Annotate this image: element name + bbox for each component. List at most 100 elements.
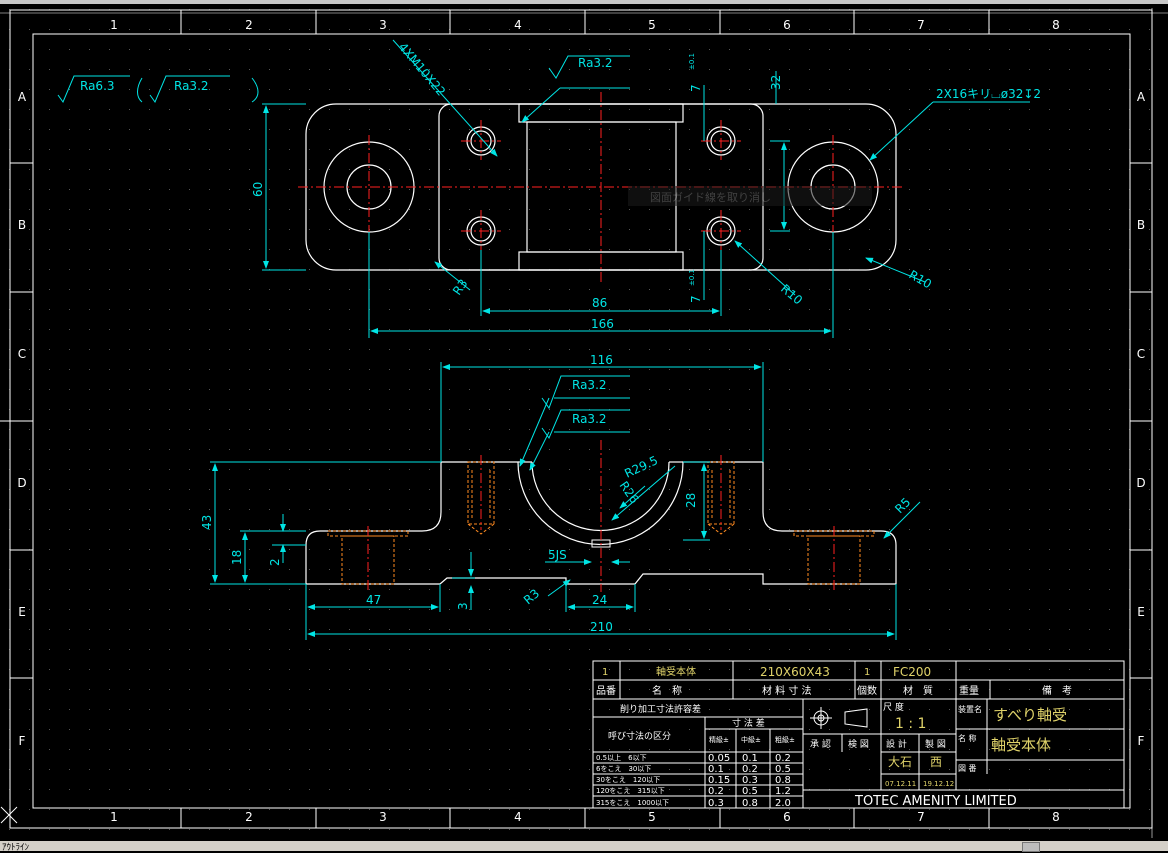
row-label-d-right: D bbox=[1136, 476, 1145, 490]
scale-label: 尺 度 bbox=[883, 701, 904, 713]
design-label: 設 計 bbox=[886, 738, 907, 750]
col-label-7: 7 bbox=[917, 18, 925, 32]
row-label-c-right: C bbox=[1137, 347, 1145, 361]
row-label-e-right: E bbox=[1137, 605, 1145, 619]
projection-symbol-icon bbox=[810, 707, 868, 729]
tol-mid-5: 0.8 bbox=[742, 798, 758, 809]
part-no: 1 bbox=[602, 667, 608, 678]
tol-coarse-3: 0.8 bbox=[775, 775, 791, 786]
drawing-name: 軸受本体 bbox=[991, 736, 1051, 754]
tol-coarse-1: 0.2 bbox=[775, 753, 791, 764]
col-label-5: 5 bbox=[648, 18, 656, 32]
device-name: すべり軸受 bbox=[993, 706, 1067, 724]
company-name: TOTEC AMENITY LIMITED bbox=[854, 794, 1017, 809]
dim-32: 32 bbox=[769, 75, 783, 90]
designer-name: 大石 bbox=[888, 755, 912, 769]
tol-range-3: 30をこえ 120以下 bbox=[596, 776, 660, 784]
status-bar: ｱｳﾄﾗｲﾝ bbox=[0, 841, 1168, 853]
col-label-3: 3 bbox=[379, 18, 387, 32]
col-label-7b: 7 bbox=[917, 810, 925, 824]
ghost-tooltip: 図面ガイド線を取り消し bbox=[628, 186, 872, 206]
col-label-2b: 2 bbox=[245, 810, 253, 824]
ra-front-2: Ra3.2 bbox=[572, 412, 607, 426]
title-block-texts: 1 軸受本体 210X60X43 1 FC200 品番 名 称 材 料 寸 法 … bbox=[596, 665, 1072, 809]
head-weight: 重量 bbox=[959, 684, 979, 697]
front-view[interactable]: 116 Ra3.2 Ra3.2 R29.5 R26 28 R5 43 18 2 … bbox=[200, 353, 921, 640]
col-label-1b: 1 bbox=[110, 810, 118, 824]
ra-main: Ra6.3 bbox=[80, 79, 115, 93]
front-dimensions bbox=[210, 362, 921, 640]
tol-coarse-4: 1.2 bbox=[775, 786, 791, 797]
col-label-8b: 8 bbox=[1052, 810, 1060, 824]
tol-coarse-5: 2.0 bbox=[775, 798, 791, 809]
col-label-6: 6 bbox=[783, 18, 791, 32]
dim-18: 18 bbox=[230, 550, 244, 565]
crosshair-cursor bbox=[0, 420, 18, 824]
window-top-border bbox=[0, 0, 1168, 4]
oil-groove-top bbox=[518, 103, 684, 123]
ra-front-1: Ra3.2 bbox=[572, 378, 607, 392]
row-label-f: F bbox=[19, 734, 26, 748]
head-note: 備 考 bbox=[1042, 684, 1072, 697]
tol-coarse-2: 0.5 bbox=[775, 764, 791, 775]
part-name: 軸受本体 bbox=[656, 665, 696, 678]
tol-title: 削り加工寸法許容差 bbox=[620, 703, 701, 715]
col-label-2: 2 bbox=[245, 18, 253, 32]
part-size: 210X60X43 bbox=[760, 665, 830, 679]
tol-range-1: 0.5以上 6以下 bbox=[596, 753, 647, 762]
row-label-e: E bbox=[18, 605, 26, 619]
check-label: 検 図 bbox=[848, 738, 869, 750]
part-material: FC200 bbox=[893, 665, 931, 679]
tol-range-5: 315をこえ 1000以下 bbox=[596, 799, 669, 807]
tol-range-2: 6をこえ 30以下 bbox=[596, 765, 651, 773]
col-label-5b: 5 bbox=[648, 810, 656, 824]
roughness-symbols bbox=[57, 55, 630, 104]
head-no: 品番 bbox=[596, 685, 616, 697]
dim-2: 2 bbox=[268, 558, 282, 566]
col-label-1: 1 bbox=[110, 18, 118, 32]
ra-hole: Ra3.2 bbox=[578, 56, 613, 70]
dim-5js: 5JS bbox=[548, 548, 567, 562]
dim-28: 28 bbox=[684, 493, 698, 508]
head-name: 名 称 bbox=[652, 684, 682, 697]
tol-mid-2: 0.2 bbox=[742, 764, 758, 775]
col-label-8: 8 bbox=[1052, 18, 1060, 32]
col-label-4b: 4 bbox=[514, 810, 522, 824]
top-dimensions bbox=[262, 39, 1030, 338]
tol-mid-3: 0.3 bbox=[742, 775, 758, 786]
dim-3: 3 bbox=[456, 602, 470, 610]
row-label-c: C bbox=[18, 347, 26, 361]
tol-7b: ±0.1 bbox=[688, 269, 696, 286]
row-label-a: A bbox=[18, 90, 27, 104]
title-block[interactable] bbox=[592, 660, 1125, 809]
head-size: 材 料 寸 法 bbox=[762, 684, 812, 697]
dim-7b: 7 bbox=[689, 295, 703, 303]
tol-mid-4: 0.5 bbox=[742, 786, 758, 797]
tol-fine-2: 0.1 bbox=[708, 764, 724, 775]
tol-fine-4: 0.2 bbox=[708, 786, 724, 797]
approve-label: 承 認 bbox=[810, 738, 831, 750]
tol-range-head: 呼び寸法の区分 bbox=[608, 730, 671, 742]
dim-210: 210 bbox=[590, 620, 613, 634]
tol-fine-5: 0.3 bbox=[708, 798, 724, 809]
dim-24: 24 bbox=[592, 593, 607, 607]
tol-range-4: 120をこえ 315以下 bbox=[596, 787, 665, 795]
col-label-3b: 3 bbox=[379, 810, 387, 824]
svg-text:図面ガイド線を取り消し: 図面ガイド線を取り消し bbox=[650, 190, 771, 204]
tol-col-mid: 中級± bbox=[741, 735, 761, 744]
date-2: 19.12.12 bbox=[923, 780, 954, 788]
dim-47: 47 bbox=[366, 593, 381, 607]
row-label-a-right: A bbox=[1137, 90, 1146, 104]
scale-value: 1 : 1 bbox=[895, 716, 926, 732]
dim-43: 43 bbox=[200, 515, 214, 530]
zone-ticks bbox=[10, 10, 1152, 828]
tol-fine-3: 0.15 bbox=[708, 775, 730, 786]
grid-dots bbox=[0, 5, 1168, 841]
counterbore-note: 2X16キリ⌴ø32↧2 bbox=[936, 87, 1041, 101]
date-1: 07.12.11 bbox=[885, 780, 916, 788]
col-label-6b: 6 bbox=[783, 810, 791, 824]
row-label-f-right: F bbox=[1138, 734, 1145, 748]
zone-labels: 1 2 3 4 5 6 7 8 1 2 3 4 5 6 7 8 A B C D … bbox=[17, 18, 1146, 824]
tol-7a: ±0.1 bbox=[688, 53, 696, 70]
